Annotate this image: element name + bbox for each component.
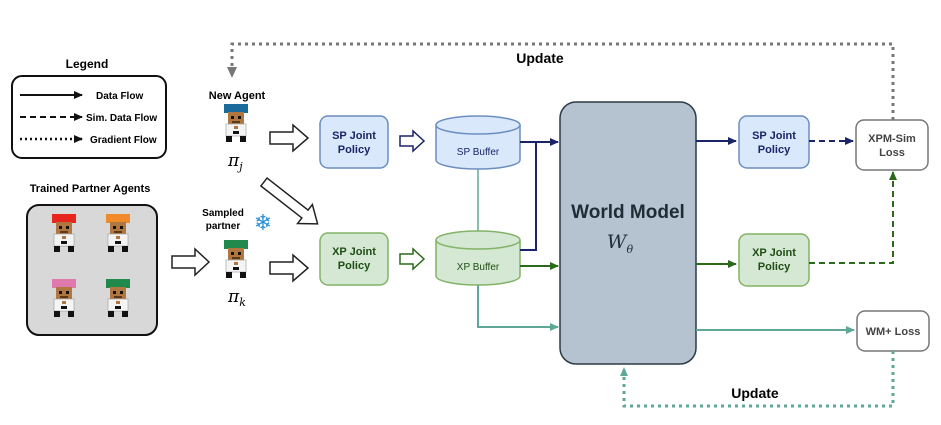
legend-box	[11, 75, 167, 159]
sampled-partner-chef-icon	[224, 240, 248, 279]
pi-j-symbol: πj	[227, 151, 243, 173]
hollow-arrow-newagent-sp	[269, 123, 310, 153]
xp-buffer-to-wm-teal-arrow	[477, 285, 559, 331]
legend-gradient-flow-label: Gradient Flow	[90, 135, 157, 146]
xp-policy-to-xpm-loss-arrow	[809, 171, 897, 264]
sp-buffer-label: SP Buffer	[457, 147, 500, 158]
xpm-sim-loss-label-2: Loss	[879, 147, 905, 159]
wm-loss-label: WM+ Loss	[866, 326, 921, 338]
pi-k-symbol: πk	[227, 287, 246, 309]
sp-joint-policy-out-label-1: SP Joint	[752, 130, 796, 142]
hollow-arrow-partners	[171, 247, 211, 277]
sp-joint-policy-out-box	[738, 115, 810, 169]
xp-buffer-branch-to-sp-arrow	[520, 142, 537, 251]
hollow-arrow-newagent-xp	[259, 177, 319, 225]
xp-joint-policy-label-2: Policy	[338, 260, 371, 272]
update-bottom-label: Update	[731, 385, 779, 401]
snowflake-icon: ❄	[254, 210, 272, 235]
sp-joint-policy-out-label-2: Policy	[758, 144, 791, 156]
legend-sim-data-flow-label: Sim. Data Flow	[86, 113, 157, 124]
hollow-arrow-partner-xp	[269, 253, 310, 283]
sp-joint-policy-box	[319, 115, 389, 169]
partner-chef-red-icon	[52, 214, 76, 253]
sp-buffer-cylinder	[435, 115, 521, 170]
sampled-label-1: Sampled	[202, 208, 244, 219]
hollow-arrow-xp-buffer	[399, 247, 426, 271]
xp-joint-policy-out-label-2: Policy	[758, 261, 791, 273]
update-loop-top	[227, 42, 895, 148]
hollow-arrow-sp-buffer	[399, 129, 426, 153]
update-loop-bottom	[620, 351, 895, 408]
sp-joint-policy-label-2: Policy	[338, 144, 371, 156]
new-agent-chef-icon	[224, 104, 248, 143]
world-model-title: World Model	[571, 202, 685, 223]
xp-buffer-cylinder	[435, 230, 521, 286]
trained-partners-label: Trained Partner Agents	[30, 183, 151, 195]
xp-joint-policy-out-box	[738, 233, 810, 287]
new-agent-label: New Agent	[209, 90, 266, 102]
xp-joint-policy-out-label-1: XP Joint	[752, 247, 796, 259]
trained-partners-box	[26, 204, 158, 336]
xpm-sim-loss-box	[855, 119, 929, 171]
update-top-label: Update	[516, 50, 564, 66]
legend: Legend Data Flow Sim. Data Flow Gradient…	[11, 57, 167, 159]
xp-joint-policy-label-1: XP Joint	[332, 246, 376, 258]
legend-title: Legend	[66, 57, 109, 71]
world-model-box	[559, 101, 697, 365]
legend-data-flow-label: Data Flow	[96, 91, 143, 102]
sampled-label-2: partner	[206, 221, 241, 232]
partner-chef-green-icon	[106, 279, 130, 318]
xp-buffer-label: XP Buffer	[457, 262, 500, 273]
partner-chef-pink-icon	[52, 279, 76, 318]
sp-joint-policy-label-1: SP Joint	[332, 130, 376, 142]
partner-chef-orange-icon	[106, 214, 130, 253]
xp-joint-policy-box	[319, 232, 389, 286]
xpm-sim-loss-label-1: XPM-Sim	[868, 133, 916, 145]
world-model-symbol: Wθ	[607, 231, 634, 256]
